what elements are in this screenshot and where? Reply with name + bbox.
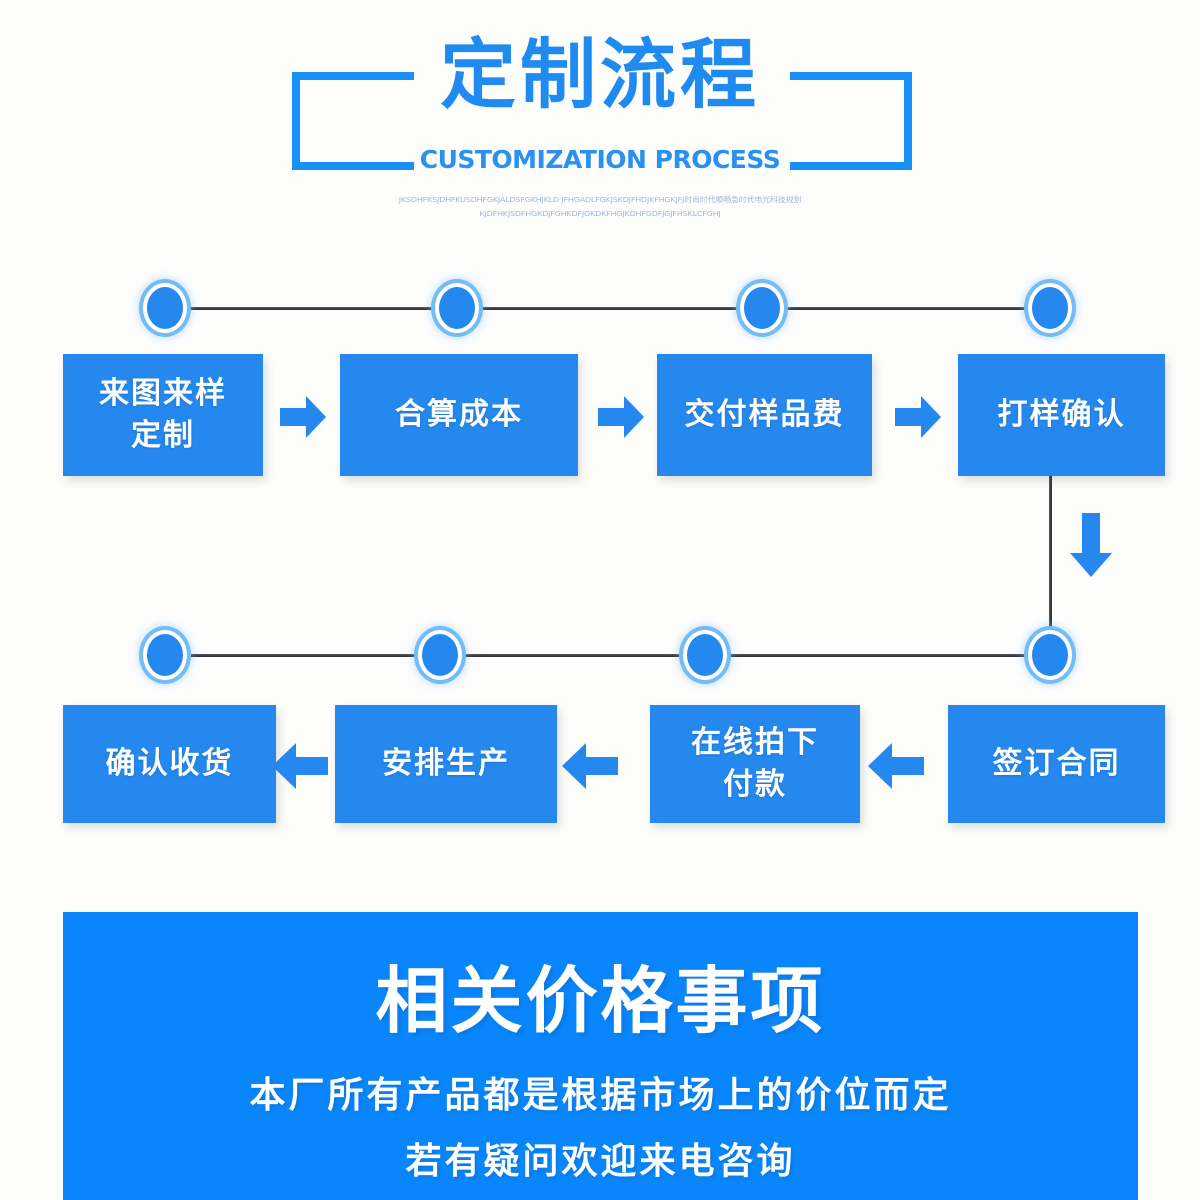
timeline-node-7 — [683, 630, 727, 680]
filler-text-line-1: JKSDHFKSJDHFKUSDHFGKJALDSFGKHJKLD JFHGAD… — [398, 195, 802, 204]
vertical-connector-line — [1049, 476, 1052, 656]
timeline-node-4 — [1028, 283, 1072, 333]
timeline-node-3 — [740, 283, 784, 333]
banner-text-line-1: 本厂所有产品都是根据市场上的价位而定 — [249, 1075, 952, 1116]
banner-text-line-2: 若有疑问欢迎来电咨询 — [405, 1141, 796, 1182]
right-bracket-decoration — [790, 72, 912, 170]
process-step-label-8: 签订合同 — [992, 746, 1121, 781]
process-step-box-6[interactable]: 安排生产 — [335, 705, 557, 823]
process-step-label-5: 确认收货 — [105, 746, 234, 781]
page-subtitle-english: CUSTOMIZATION PROCESS — [419, 145, 781, 174]
process-step-box-2[interactable]: 合算成本 — [340, 354, 578, 476]
process-step-box-7[interactable]: 在线拍下 付款 — [650, 705, 860, 823]
arrow-right-icon-2 — [598, 396, 644, 438]
timeline-node-8 — [1028, 630, 1072, 680]
process-step-box-1[interactable]: 来图来样 定制 — [63, 354, 263, 476]
arrow-left-icon-3 — [868, 743, 924, 789]
price-notice-banner: 相关价格事项 本厂所有产品都是根据市场上的价位而定 若有疑问欢迎来电咨询 — [63, 912, 1138, 1200]
arrow-left-icon-1 — [272, 743, 328, 789]
filler-text-line-2: KJDFHKJSDFHGKDJFGHKDFJOKDKFHGJKDHFGDFJGJ… — [479, 209, 721, 218]
process-step-label-4: 打样确认 — [997, 397, 1126, 432]
arrow-left-icon-2 — [562, 743, 618, 789]
process-step-box-3[interactable]: 交付样品费 — [657, 354, 872, 476]
header-section: 定制流程 CUSTOMIZATION PROCESS JKSDHFKSJDHFK… — [0, 0, 1200, 250]
banner-title: 相关价格事项 — [375, 959, 826, 1043]
arrow-down-icon — [1070, 513, 1112, 577]
page-title: 定制流程 — [440, 30, 760, 119]
arrow-right-icon-3 — [895, 396, 941, 438]
process-step-box-5[interactable]: 确认收货 — [63, 705, 276, 823]
timeline-node-2 — [435, 283, 479, 333]
timeline-rail-row2 — [165, 654, 1050, 657]
timeline-node-5 — [143, 630, 187, 680]
timeline-node-6 — [418, 630, 462, 680]
process-step-label-1: 来图来样 定制 — [99, 376, 227, 453]
process-step-box-4[interactable]: 打样确认 — [958, 354, 1165, 476]
process-step-label-3: 交付样品费 — [684, 397, 845, 432]
arrow-right-icon-1 — [280, 396, 326, 438]
process-step-box-8[interactable]: 签订合同 — [948, 705, 1165, 823]
process-step-label-6: 安排生产 — [382, 746, 510, 781]
timeline-rail-row1 — [165, 307, 1050, 310]
process-step-label-7: 在线拍下 付款 — [691, 725, 819, 802]
timeline-node-1 — [143, 283, 187, 333]
process-step-label-2: 合算成本 — [395, 397, 523, 432]
left-bracket-decoration — [292, 72, 414, 170]
